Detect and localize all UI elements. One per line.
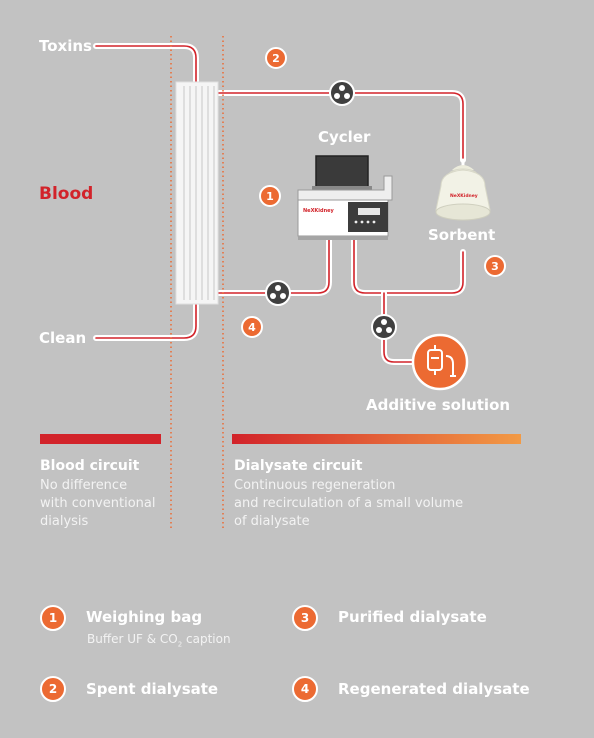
sorbent-canister	[435, 165, 491, 221]
legend-title-1: Weighing bag	[86, 608, 203, 626]
pump-icon-additive	[371, 314, 397, 340]
additive-solution-label: Additive solution	[366, 396, 511, 414]
pump-icon-bottom	[265, 280, 291, 306]
toxins-tube	[93, 43, 199, 85]
badge-spent-dialysate: 2	[265, 47, 287, 69]
sorbent-brand: NeXKidney	[450, 194, 478, 199]
legend-title-2: Spent dialysate	[86, 680, 219, 698]
badge-regenerated-dialysate: 4	[241, 316, 263, 338]
cycler-device	[297, 155, 393, 240]
legend-badge-1: 1	[40, 605, 66, 631]
sorbent-label: Sorbent	[428, 226, 496, 244]
legend-badge-2: 2	[40, 676, 66, 702]
dialyzer	[175, 81, 219, 305]
dialysate-circuit-desc: Continuous regeneration and recirculatio…	[234, 478, 464, 529]
blood-circuit-desc: No difference with conventional dialysis	[40, 478, 156, 529]
clean-label: Clean	[39, 329, 87, 347]
legend-title-3: Purified dialysate	[338, 608, 487, 626]
dialysate-circuit-bar	[232, 434, 521, 444]
blood-circuit-title: Blood circuit	[40, 458, 140, 474]
legend-caption-1: Buffer UF & CO2 caption	[87, 632, 231, 649]
badge-weighing-bag: 1	[259, 185, 281, 207]
legend-title-4: Regenerated dialysate	[338, 680, 530, 698]
pump-icon-top	[329, 80, 355, 106]
purified-dialysate-tube	[351, 233, 466, 296]
blood-circuit-bar	[40, 434, 161, 444]
additive-bag-icon	[411, 333, 469, 391]
clean-tube	[93, 302, 199, 341]
cycler-label: Cycler	[318, 128, 371, 146]
cycler-brand: NeXKidney	[303, 208, 334, 214]
badge-purified-dialysate: 3	[484, 255, 506, 277]
legend-badge-3: 3	[292, 605, 318, 631]
toxins-label: Toxins	[39, 37, 92, 55]
legend-badge-4: 4	[292, 676, 318, 702]
dialysate-circuit-title: Dialysate circuit	[234, 458, 363, 474]
blood-label: Blood	[39, 184, 94, 204]
